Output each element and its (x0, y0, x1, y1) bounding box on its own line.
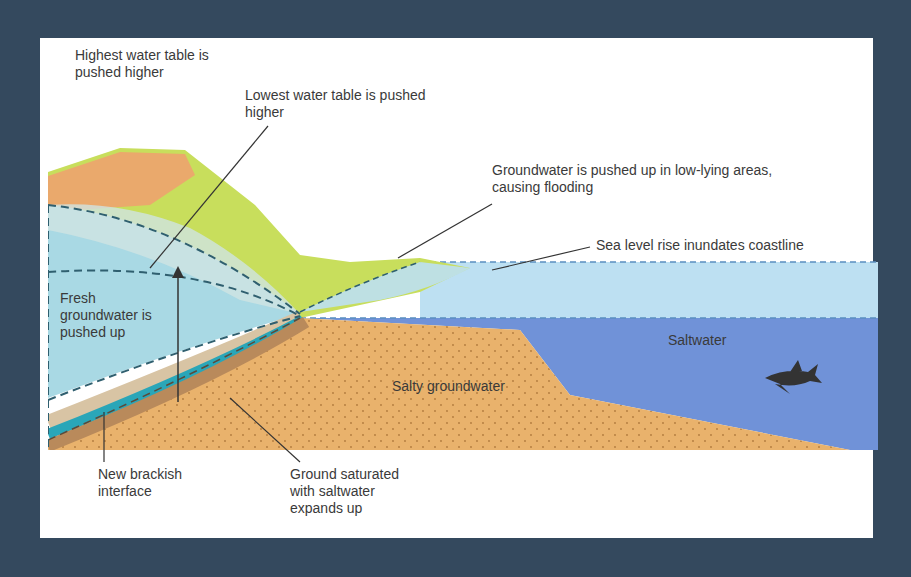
up-arrow (177, 272, 179, 402)
callout-label: Ground saturated with saltwater expands … (290, 466, 420, 517)
callout-label: Highest water table is pushed higher (75, 47, 225, 81)
callout-label: Sea level rise inundates coastline (596, 237, 868, 254)
region-label: Fresh groundwater is pushed up (60, 290, 155, 341)
shark (765, 360, 822, 394)
sea-rise (420, 262, 878, 318)
callout-label: Lowest water table is pushed higher (245, 87, 460, 121)
region-label: Salty groundwater (392, 378, 562, 395)
region-label: Saltwater (668, 332, 788, 349)
callout-label: Groundwater is pushed up in low-lying ar… (492, 162, 792, 196)
callout-label: New brackish interface (98, 466, 208, 500)
